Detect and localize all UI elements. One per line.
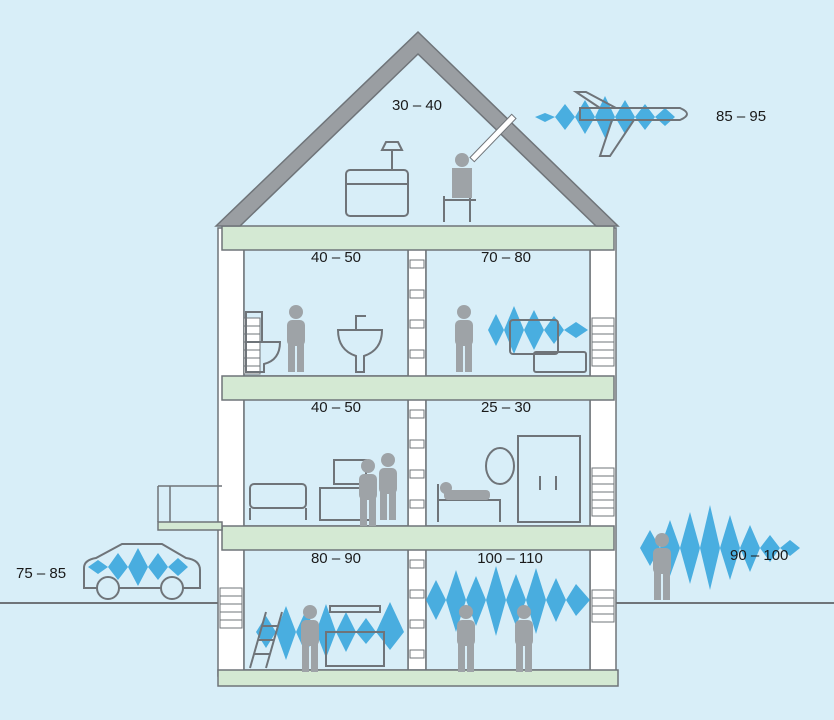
roof	[214, 30, 620, 227]
floor-slabs	[217, 225, 619, 687]
mirror-icon	[485, 447, 515, 485]
toilet-icon	[245, 311, 282, 373]
workshop-noise-label: 80 – 90	[311, 550, 361, 567]
attic-person-icon	[452, 153, 472, 198]
sofa-icon	[249, 483, 307, 520]
car-noise-label: 75 – 85	[16, 565, 66, 582]
car-icon	[83, 543, 201, 600]
bedroom-noise-label: 25 – 30	[481, 399, 531, 416]
sleeping-person-icon	[440, 482, 490, 500]
bathroom-noise-label: 40 – 50	[311, 249, 361, 266]
sink-icon	[336, 315, 384, 373]
music-room-noise-label: 100 – 110	[477, 550, 543, 567]
laundry-noise-label: 70 – 80	[481, 249, 531, 266]
washing-machine-icon	[509, 319, 587, 373]
workbench-icon	[325, 605, 385, 667]
ladder-icon	[249, 611, 283, 669]
living-room-noise-label: 40 – 50	[311, 399, 361, 416]
airplane-icon	[572, 91, 688, 157]
attic-furniture	[345, 141, 476, 222]
attic-noise-label: 30 – 40	[392, 97, 442, 114]
balcony	[157, 485, 223, 531]
brick-details	[219, 259, 615, 659]
lawn-worker-noise-label: 90 – 100	[730, 547, 788, 564]
wardrobe-icon	[517, 435, 581, 523]
airplane-noise-label: 85 – 95	[716, 108, 766, 125]
sound-waves	[88, 96, 800, 660]
